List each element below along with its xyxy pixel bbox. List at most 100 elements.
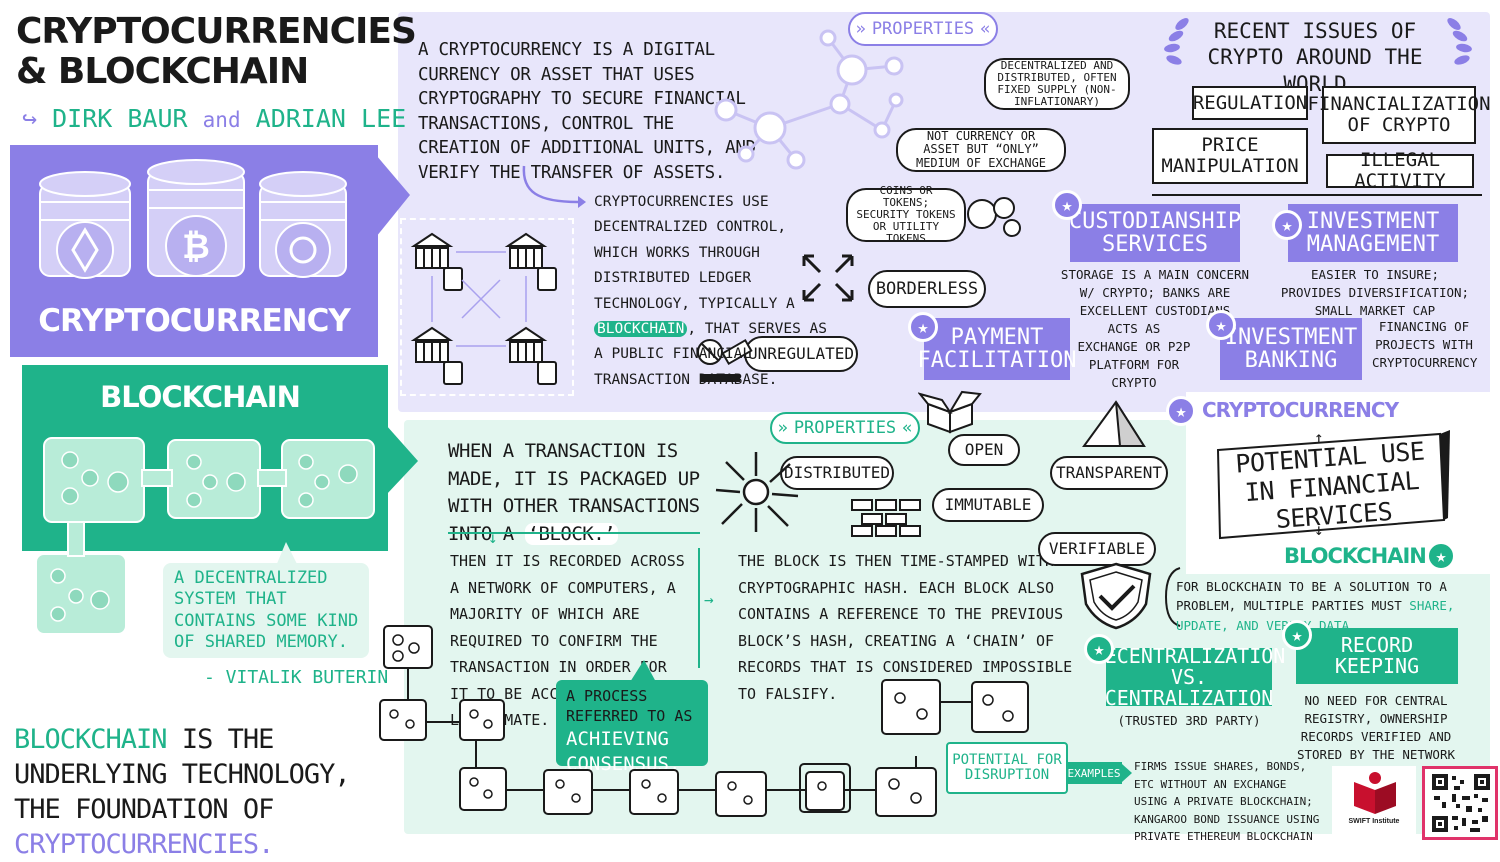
footer-statement: BLOCKCHAIN IS THE UNDERLYING TECHNOLOGY,…: [14, 722, 384, 862]
prop-verifiable: VERIFIABLE: [1038, 532, 1156, 566]
shield-check-icon: [1080, 562, 1152, 630]
prop-immutable: IMMUTABLE: [932, 488, 1044, 522]
investment-mgmt-star-icon: ★: [1272, 210, 1302, 240]
decentralization-tag: DECENTRALIZATION VS. CENTRALIZATION: [1092, 643, 1286, 710]
author-2: ADRIAN LEE: [255, 104, 407, 133]
crypto-definition: A CRYPTOCURRENCY IS A DIGITAL CURRENCY O…: [418, 40, 756, 183]
block-chain-illustration: [379, 625, 1029, 817]
prop-decentralized: DECENTRALIZED AND DISTRIBUTED, OFTEN FIX…: [984, 58, 1130, 110]
service-payment: PAYMENT FACILITATION: [918, 318, 1076, 380]
issues-divider: [1152, 194, 1482, 196]
prop-distributed: DISTRIBUTED: [780, 456, 894, 490]
center-blockchain-label: BLOCKCHAIN: [1284, 544, 1427, 568]
prop-borderless: BORDERLESS: [868, 270, 986, 308]
center-crypto-star-icon: ★: [1166, 396, 1196, 426]
prop-unregulated: UNREGULATED: [744, 336, 858, 372]
chevrons-right-icon: »: [855, 19, 866, 39]
center-blockchain-star-icon: ★: [1426, 541, 1456, 571]
sign-arrow-down: ↓: [1314, 520, 1324, 539]
service-investment-banking: INVESTMENT BANKING: [1220, 318, 1362, 380]
decentralization-desc: (TRUSTED 3RD PARTY): [1117, 713, 1261, 728]
prop-not-currency: NOT CURRENCY OR ASSET BUT “ONLY” MEDIUM …: [896, 128, 1066, 172]
financial-services-sign: [1216, 430, 1450, 540]
sign-text: POTENTIAL USE IN FINANCIAL SERVICES: [1234, 436, 1426, 534]
issue-illegal-activity: ILLEGAL ACTIVITY: [1326, 150, 1474, 191]
crypto-block-label: CRYPTOCURRENCY: [38, 303, 351, 339]
author-1: DIRK BAUR: [52, 104, 188, 133]
quote-bubble-tail: [276, 542, 298, 566]
coins-bubbles-icon: [967, 197, 1021, 237]
qr-code-icon: [1432, 774, 1490, 832]
bricks-icon: [851, 499, 921, 537]
requirement-text: FOR BLOCKCHAIN TO BE A SOLUTION TO A PRO…: [1176, 577, 1476, 635]
chevrons-right-teal-icon: »: [777, 418, 788, 438]
svg-text:₿: ₿: [182, 227, 210, 267]
crypto-properties-tag: » PROPERTIES «: [848, 12, 998, 46]
issue-price-manipulation: PRICE MANIPULATION: [1152, 128, 1308, 184]
crypto-block-arrow: [376, 155, 410, 237]
decentralization-star-icon: ★: [1084, 634, 1114, 664]
service-investment-mgmt: INVESTMENT MANAGEMENT: [1288, 204, 1458, 262]
open-box-icon: [918, 390, 982, 434]
blockchain-chain-icon: [35, 437, 375, 635]
consensus-text-a: A PROCESS REFERRED TO AS: [566, 687, 693, 726]
pyramid-icon: [1082, 400, 1146, 447]
investment-mgmt-desc: EASIER TO INSURE; PROVIDES DIVERSIFICATI…: [1280, 267, 1470, 319]
examples-arrow: [1122, 764, 1132, 782]
prop-transparent: TRANSPARENT: [1050, 456, 1168, 490]
bank-network-frame: [400, 218, 574, 396]
footer-cryptocurrencies: CRYPTOCURRENCIES.: [14, 829, 274, 861]
authors: ↪ DIRK BAUR and ADRIAN LEE: [22, 104, 406, 133]
custodianship-star-icon: ★: [1052, 190, 1082, 220]
bank-network-icon: [410, 232, 557, 385]
blockchain-block-arrow: [386, 425, 418, 495]
swift-logo-text: SWIFT Institute: [1348, 818, 1400, 825]
control-text-b: , THAT SERVES AS A PUBLIC FINANCIAL TRAN…: [594, 320, 827, 388]
payment-star-icon: ★: [908, 312, 938, 342]
payment-desc: ACTS AS EXCHANGE OR P2P PLATFORM FOR CRY…: [1077, 321, 1191, 391]
examples-tag: EXAMPLES: [1066, 762, 1122, 784]
investment-banking-star-icon: ★: [1206, 310, 1236, 340]
coin-stacks-icon: ₿: [39, 159, 347, 279]
control-text-a: CRYPTOCURRENCIES USE DECENTRALIZED CONTR…: [594, 194, 795, 312]
center-crypto-label: CRYPTOCURRENCY: [1202, 398, 1399, 422]
sign-arrow-up: ↑: [1314, 428, 1324, 447]
crypto-properties-label: PROPERTIES: [871, 19, 975, 39]
issue-regulation: REGULATION: [1192, 86, 1308, 120]
issue-financialization: FINANCIALIZATION OF CRYPTO: [1307, 86, 1491, 144]
definition-arrow: [522, 165, 586, 208]
title-line-2: & BLOCKCHAIN: [16, 51, 309, 93]
author-arrow-icon: ↪: [22, 104, 38, 133]
laurel-right-icon: [1447, 18, 1472, 65]
consensus-bubble: [556, 680, 708, 766]
title-line-1: CRYPTOCURRENCIES: [16, 11, 417, 52]
blockchain-properties-label: PROPERTIES: [793, 418, 897, 438]
service-custodianship: CUSTODIANSHIP SERVICES: [1069, 204, 1241, 262]
record-keeping-star-icon: ★: [1282, 620, 1312, 650]
quote-text: A DECENTRALIZED SYSTEM THAT CONTAINS SOM…: [174, 568, 359, 652]
laurel-left-icon: [1164, 18, 1189, 65]
author-and: and: [202, 108, 241, 132]
prop-open: OPEN: [948, 434, 1020, 466]
blockchain-properties-tag: » PROPERTIES «: [770, 412, 920, 444]
page-title: CRYPTOCURRENCIES & BLOCKCHAIN: [16, 11, 417, 93]
transaction-text-a: WHEN A TRANSACTION IS MADE, IT IS PACKAG…: [448, 440, 700, 545]
blockchain-block-label: BLOCKCHAIN: [100, 380, 301, 414]
transaction-down-arrow: ↓: [488, 528, 498, 547]
examples-text: FIRMS ISSUE SHARES, BONDS, ETC WITHOUT A…: [1134, 760, 1320, 844]
requirement-text-a: FOR BLOCKCHAIN TO BE A SOLUTION TO A PRO…: [1176, 579, 1447, 614]
gavel-icon: [697, 338, 753, 382]
record-keeping-tag: RECORD KEEPING: [1296, 628, 1458, 684]
transaction-text: WHEN A TRANSACTION IS MADE, IT IS PACKAG…: [448, 438, 718, 548]
footer-blockchain: BLOCKCHAIN: [14, 724, 168, 755]
footer-middle: IS THE UNDERLYING TECHNOLOGY, THE FOUNDA…: [14, 724, 351, 826]
consensus-bubble-tail: [630, 660, 656, 682]
consensus-text: A PROCESS REFERRED TO AS ACHIEVING CONSE…: [566, 686, 704, 778]
investment-banking-desc: FINANCING OF PROJECTS WITH CRYPTOCURRENC…: [1372, 319, 1478, 371]
requirement-brace: [1164, 567, 1181, 627]
recorded-divider: [698, 548, 700, 668]
recorded-arrow: →: [704, 590, 714, 609]
network-nodes-icon: [714, 29, 904, 170]
expand-arrows-icon: [802, 254, 854, 302]
quote-bubble: [163, 563, 369, 658]
